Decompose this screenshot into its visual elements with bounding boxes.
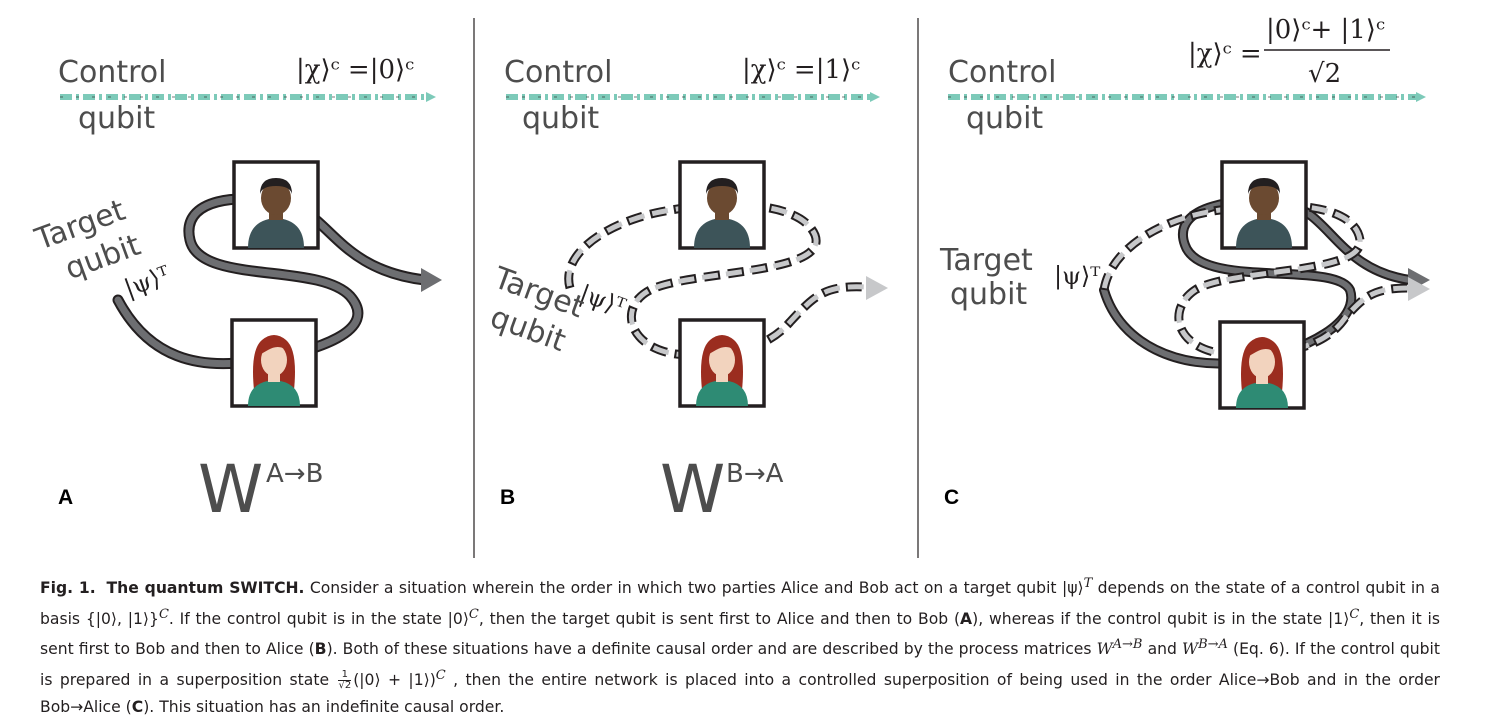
alice-icon (1218, 320, 1306, 410)
bob-icon (678, 160, 766, 250)
caption-text: (Eq. 6). If the control qubit is prepare… (40, 640, 1441, 690)
process-matrix-base: W (660, 451, 725, 528)
panel-a: Control qubit |χ⟩ᶜ =|0⟩ᶜ Target qubit |ψ… (30, 55, 442, 528)
control-qubit-label: qubit (78, 101, 155, 136)
alice-icon (678, 318, 766, 408)
caption-text: (|0⟩ + |1⟩) (353, 671, 436, 690)
panel-letter-b: B (500, 486, 515, 509)
control-label: Control (58, 55, 166, 90)
panel-letter-a: A (58, 486, 73, 509)
control-state-denominator: √2 (1308, 59, 1341, 89)
control-state-numerator: |0⟩ᶜ+ |1⟩ᶜ (1266, 15, 1385, 45)
target-arrowhead (866, 276, 888, 300)
caption-text: and (1147, 640, 1177, 659)
target-arrowhead-light (1408, 277, 1430, 301)
psi-label: |ψ⟩ᵀ (120, 260, 173, 303)
alice-icon (230, 318, 318, 408)
bob-icon (232, 160, 320, 250)
panel-letter-c: C (944, 486, 959, 509)
panel-b: Control qubit |χ⟩ᶜ =|1⟩ᶜ |ψ⟩ᵀ Target qub… (486, 55, 888, 528)
caption-text: , then the target qubit is sent first to… (478, 609, 961, 628)
control-label: Control (948, 55, 1056, 90)
caption-sup: C (435, 668, 446, 684)
caption-ref: B (314, 640, 327, 659)
caption-fraction: 1√2 (338, 670, 352, 692)
caption-text: ). Both of these situations have a defin… (326, 640, 1092, 659)
control-state-label: |χ⟩ᶜ =|0⟩ᶜ (296, 55, 414, 85)
caption-text: , then the entire network is placed into… (40, 671, 1440, 716)
caption-text: Consider a situation wherein the order i… (309, 579, 1057, 598)
caption-text: ), whereas if the control qubit is in th… (972, 609, 1350, 628)
caption-sup: C (468, 606, 479, 622)
caption-math: W (1096, 640, 1113, 659)
caption-title: The quantum SWITCH. (106, 579, 305, 598)
caption-math: W (1182, 640, 1199, 659)
control-label: Control (504, 55, 612, 90)
target-label: Target (939, 243, 1033, 278)
figure-caption: Fig. 1. The quantum SWITCH. Consider a s… (40, 571, 1440, 720)
process-matrix-sup: B→A (726, 459, 784, 489)
caption-text: depends on the state of a control qubit … (40, 579, 1440, 628)
caption-sup: C (158, 606, 169, 622)
psi-label: |ψ⟩ᵀ (1054, 262, 1100, 291)
bob-icon (1220, 160, 1308, 250)
caption-fig-label: Fig. 1. (40, 579, 96, 598)
control-qubit-label: qubit (522, 101, 599, 136)
control-qubit-label: qubit (966, 101, 1043, 136)
caption-text: , then it is sent first to Bob and then … (40, 609, 1440, 659)
target-qubit-label: qubit (950, 277, 1027, 312)
caption-sup: C (1349, 606, 1360, 622)
fraction-numerator: 1 (338, 670, 352, 682)
caption-sup: T (1083, 576, 1093, 591)
caption-ref: C (131, 697, 144, 716)
process-matrix-base: W (198, 451, 263, 528)
panel-c: Control qubit |χ⟩ᶜ = |0⟩ᶜ+ |1⟩ᶜ √2 Targe… (939, 15, 1430, 509)
caption-sup: B→A (1198, 637, 1228, 653)
caption-psi: |ψ⟩ (1061, 579, 1084, 598)
caption-sup: A→B (1112, 637, 1143, 653)
control-state-label: |χ⟩ᶜ =|1⟩ᶜ (742, 55, 860, 85)
control-state-prefix: |χ⟩ᶜ = (1188, 39, 1262, 69)
quantum-switch-figure: Control qubit |χ⟩ᶜ =|0⟩ᶜ Target qubit |ψ… (30, 15, 1430, 558)
caption-text: . If the control qubit is in the state |… (168, 609, 469, 628)
target-arrowhead (421, 268, 442, 292)
fraction-denominator: √2 (338, 680, 352, 692)
caption-text: ). This situation has an indefinite caus… (143, 697, 505, 716)
process-matrix-sup: A→B (266, 459, 323, 489)
caption-ref: A (960, 609, 973, 628)
